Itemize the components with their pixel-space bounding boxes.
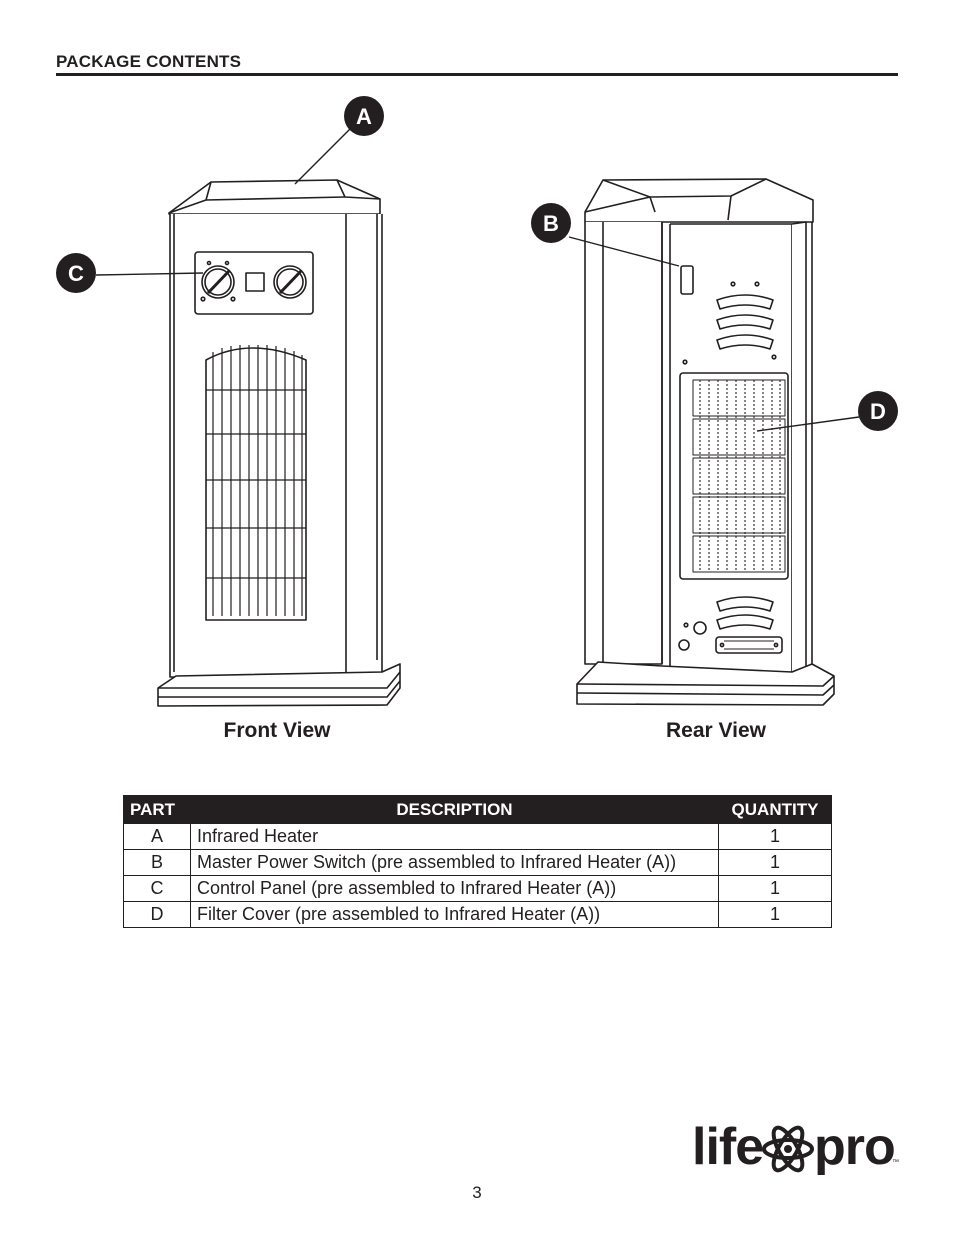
- cell-description: Control Panel (pre assembled to Infrared…: [190, 875, 719, 902]
- table-row: D Filter Cover (pre assembled to Infrare…: [123, 901, 832, 928]
- cell-quantity: 1: [718, 823, 832, 850]
- cell-description: Infrared Heater: [190, 823, 719, 850]
- callout-b: B: [531, 203, 680, 267]
- lifepro-logo: life pro ™: [692, 1118, 899, 1176]
- cell-quantity: 1: [718, 875, 832, 902]
- section-title: PACKAGE CONTENTS: [56, 52, 242, 71]
- callout-c: C: [56, 253, 204, 293]
- title-rule: [56, 73, 898, 76]
- master-power-switch: [680, 265, 694, 295]
- cell-description: Master Power Switch (pre assembled to In…: [190, 849, 719, 876]
- filter-cover: [679, 372, 789, 580]
- atom-icon: [762, 1125, 814, 1173]
- cell-part: B: [123, 849, 191, 876]
- svg-text:C: C: [68, 261, 84, 286]
- cell-part: D: [123, 901, 191, 928]
- callout-a: A: [294, 96, 384, 185]
- cell-quantity: 1: [718, 849, 832, 876]
- page-number: 3: [472, 1183, 482, 1202]
- table-row: A Infrared Heater 1: [123, 823, 832, 850]
- svg-text:life: life: [692, 1118, 763, 1176]
- front-view-heater: [157, 179, 401, 707]
- header-quantity: QUANTITY: [718, 795, 832, 824]
- rear-view-heater: [576, 178, 835, 706]
- svg-text:™: ™: [892, 1159, 899, 1166]
- cell-part: A: [123, 823, 191, 850]
- table-row: C Control Panel (pre assembled to Infrar…: [123, 875, 832, 902]
- package-contents-table: PART DESCRIPTION QUANTITY A Infrared Hea…: [123, 795, 832, 928]
- rear-view-label: Rear View: [665, 719, 766, 742]
- heater-illustration: A B C D: [56, 96, 898, 707]
- cell-description: Filter Cover (pre assembled to Infrared …: [190, 901, 719, 928]
- svg-text:B: B: [543, 211, 559, 236]
- svg-text:D: D: [870, 399, 886, 424]
- cell-part: C: [123, 875, 191, 902]
- cell-quantity: 1: [718, 901, 832, 928]
- header-description: DESCRIPTION: [190, 795, 719, 824]
- header-part: PART: [123, 795, 191, 824]
- table-row: B Master Power Switch (pre assembled to …: [123, 849, 832, 876]
- svg-text:pro: pro: [814, 1118, 895, 1176]
- callout-d: D: [756, 391, 898, 432]
- table-header-row: PART DESCRIPTION QUANTITY: [123, 795, 832, 824]
- svg-text:A: A: [356, 104, 372, 129]
- front-view-label: Front View: [223, 719, 331, 742]
